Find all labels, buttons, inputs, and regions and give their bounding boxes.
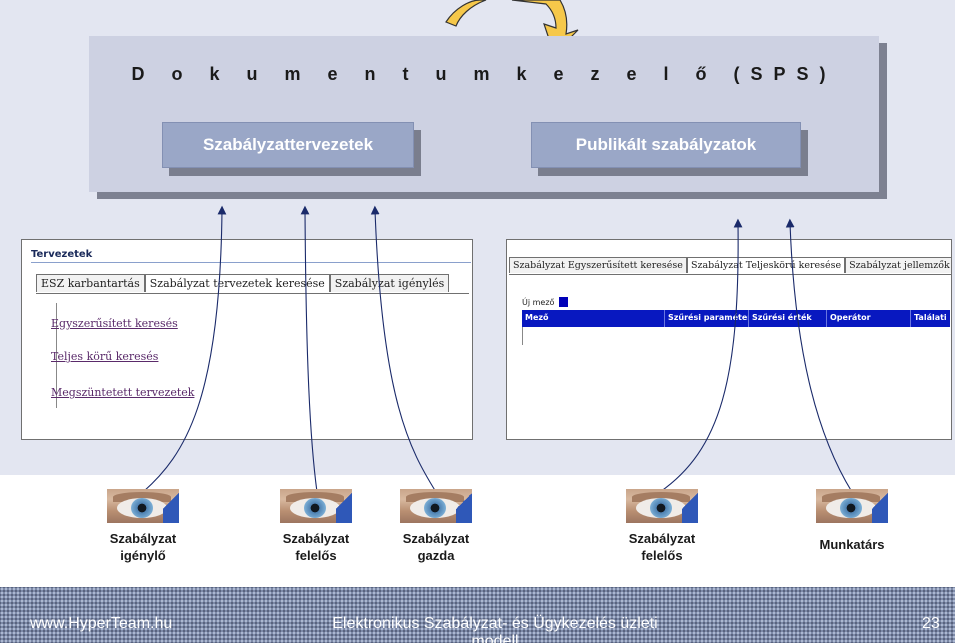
new-field-label: Új mező [522, 298, 555, 307]
tab-simple-search[interactable]: Szabályzat Egyszerűsített keresése [509, 257, 687, 273]
tab-esz-maintenance[interactable]: ESZ karbantartás [36, 274, 145, 292]
link-full-search[interactable]: Teljes körű keresés [51, 350, 159, 363]
actor-requester-line1: Szabályzat [109, 531, 177, 546]
actor-owner-line1: Szabályzat [402, 531, 470, 546]
actor-owner-line2: gazda [417, 548, 455, 563]
actor-responsible-2-line1: Szabályzat [628, 531, 696, 546]
new-field-button[interactable] [559, 297, 568, 307]
actor-responsible-line2: felelős [295, 548, 337, 563]
actor-responsible-2-line2: felelős [641, 548, 683, 563]
tab-full-search[interactable]: Szabályzat Teljeskörű keresése [686, 257, 846, 273]
actor-responsible-line1: Szabályzat [282, 531, 350, 546]
actor-responsible-2: Szabályzat felelős [612, 530, 712, 564]
published-regulations-label: Publikált szabályzatok [575, 135, 757, 154]
grid-edge [522, 327, 523, 345]
eye-icon [400, 489, 472, 523]
content-edge [56, 303, 57, 408]
page-number: 23 [922, 615, 940, 632]
footer-title: Elektronikus Szabályzat- és Ügykezelés ü… [300, 615, 690, 643]
col-field[interactable]: Mező [522, 310, 665, 327]
footer-title-line2: modell [471, 633, 519, 643]
search-window: Szabályzat Egyszerűsített keresése Szabá… [506, 239, 952, 440]
search-tabbar: Szabályzat Egyszerűsített keresése Szabá… [509, 257, 951, 273]
footer-bar: www.HyperTeam.hu Elektronikus Szabályzat… [0, 587, 955, 643]
criteria-grid-header: Mező Szűrési paraméter Szűrési érték Ope… [522, 310, 950, 327]
actor-employee-line1: Munkatárs [819, 537, 885, 552]
search-tab-underline [509, 274, 951, 275]
tab-attribute-change[interactable]: Szabályzat jellemzők vált [845, 257, 951, 273]
draft-regulations-label: Szabályzattervezetek [202, 135, 374, 154]
eye-icon [816, 489, 888, 523]
title-divider [31, 262, 471, 263]
published-regulations-box: Publikált szabályzatok [531, 122, 801, 168]
tab-draft-search[interactable]: Szabályzat tervezetek keresése [144, 274, 330, 292]
sps-title: D o k u m e n t u m k e z e l ő (SPS) [131, 64, 837, 84]
actor-requester-line2: igénylő [120, 548, 166, 563]
link-simple-search[interactable]: Egyszerűsített keresés [51, 317, 178, 330]
col-operator[interactable]: Operátor [827, 310, 911, 327]
sps-box: D o k u m e n t u m k e z e l ő (SPS) Sz… [89, 36, 879, 192]
drafts-window-title: Tervezetek [31, 249, 93, 260]
eye-icon [107, 489, 179, 523]
drafts-tabbar: ESZ karbantartás Szabályzat tervezetek k… [36, 274, 450, 292]
eye-icon [626, 489, 698, 523]
footer-website[interactable]: www.HyperTeam.hu [30, 615, 173, 632]
actor-employee: Munkatárs [802, 536, 902, 553]
drafts-window: Tervezetek ESZ karbantartás Szabályzat t… [21, 239, 473, 440]
actor-owner: Szabályzat gazda [386, 530, 486, 564]
col-hits[interactable]: Találati r [914, 313, 950, 322]
col-filter-param[interactable]: Szűrési paraméter [665, 310, 749, 327]
actor-responsible: Szabályzat felelős [266, 530, 366, 564]
draft-regulations-box: Szabályzattervezetek [162, 122, 414, 168]
col-filter-value[interactable]: Szűrési érték [749, 310, 827, 327]
link-terminated-drafts[interactable]: Megszüntetett tervezetek [51, 386, 195, 399]
actor-requester: Szabályzat igénylő [93, 530, 193, 564]
footer-title-line1: Elektronikus Szabályzat- és Ügykezelés ü… [332, 615, 658, 632]
tab-underline [36, 293, 469, 294]
eye-icon [280, 489, 352, 523]
tab-regulation-request[interactable]: Szabályzat igénylés [329, 274, 450, 292]
